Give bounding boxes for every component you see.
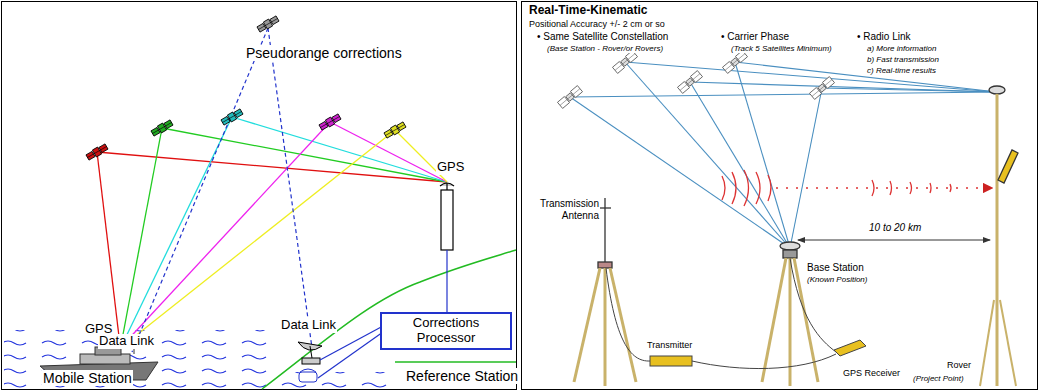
process-box: Corrections Processor bbox=[380, 312, 512, 350]
box-text: Corrections Processor bbox=[390, 316, 502, 346]
label: Transmission Antenna bbox=[532, 198, 600, 221]
label: c) Real-time results bbox=[866, 66, 937, 75]
label: (Known Position) bbox=[806, 275, 868, 284]
label: GPS bbox=[436, 160, 465, 175]
label: b) Fast transmission bbox=[866, 55, 940, 64]
label: a) More information bbox=[866, 44, 937, 53]
label: Positional Accuracy +/- 2 cm or so bbox=[528, 19, 666, 29]
label: Pseudorange corrections bbox=[245, 45, 403, 61]
label: Mobile Station bbox=[42, 370, 133, 386]
label: (Track 5 Satellites Minimum) bbox=[730, 44, 833, 53]
label: GPS Receiver bbox=[842, 368, 901, 378]
label: • Radio Link bbox=[856, 31, 912, 43]
label: Base Station bbox=[806, 262, 865, 274]
label: Reference Station bbox=[405, 368, 519, 384]
label: (Base Station - Rover/or Rovers) bbox=[546, 44, 664, 53]
label: Rover bbox=[946, 360, 972, 370]
label: • Carrier Phase bbox=[720, 31, 790, 43]
label: Data Link bbox=[280, 318, 337, 333]
label: Data Link bbox=[98, 334, 155, 349]
label: Transmitter bbox=[646, 340, 693, 350]
label: • Same Satellite Constellation bbox=[536, 31, 669, 43]
label: 10 to 20 km bbox=[868, 222, 922, 234]
label: Real-Time-Kinematic bbox=[528, 4, 648, 18]
label: (Project Point) bbox=[912, 374, 965, 383]
